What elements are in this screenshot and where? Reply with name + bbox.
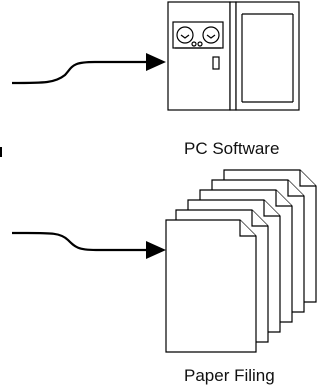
label-pc-software: PC Software [184, 139, 279, 158]
arrowhead-top-icon [146, 53, 166, 71]
label-paper-filing: Paper Filing [184, 366, 275, 385]
edge-mark [0, 147, 2, 157]
stacked-documents-icon [165, 169, 317, 353]
arrow-to-paper-filing [11, 231, 148, 252]
tape-drive-computer-icon [167, 1, 300, 111]
arrowhead-bottom-icon [146, 241, 166, 259]
arrow-to-pc-software [11, 60, 148, 85]
